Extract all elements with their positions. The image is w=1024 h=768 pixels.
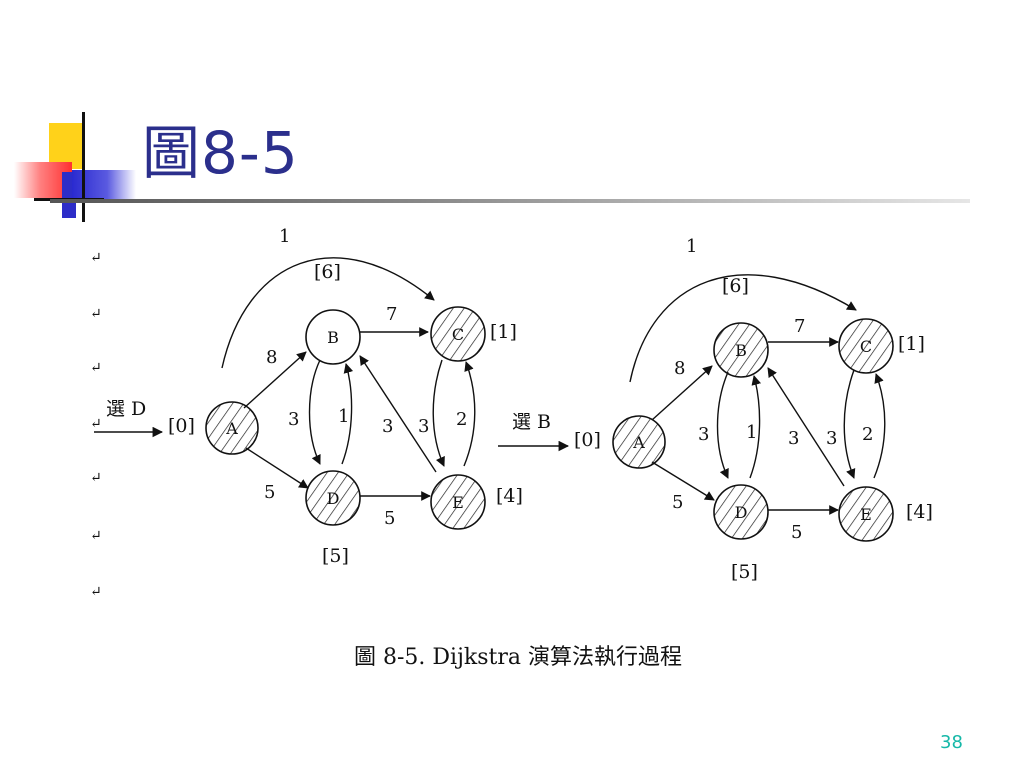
right-weight-D-E: 5: [791, 522, 802, 543]
right-weight-D-B: 1: [746, 422, 757, 443]
right-edge-A-D: [651, 461, 715, 501]
margin-mark: ↵: [90, 360, 102, 376]
left-node-dist: [0]: [168, 415, 195, 437]
page-number: 38: [940, 732, 963, 753]
left-edge-A-C: [221, 257, 435, 369]
right-node-B: B [6]: [713, 275, 769, 378]
left-edge-E-B: [359, 355, 437, 473]
left-node-dist: [4]: [496, 485, 523, 507]
right-node-dist: [0]: [574, 429, 601, 451]
margin-mark: ↵: [90, 306, 102, 322]
left-weight-B-C: 7: [386, 304, 397, 325]
left-graph: 選 D 1 8 5 7 3 1 5 3 3 2: [94, 226, 523, 567]
right-weight-E-B: 3: [788, 428, 799, 449]
right-edge-C-E: [843, 369, 856, 479]
right-weight-A-B: 8: [674, 358, 685, 379]
right-node-label: E: [860, 505, 872, 524]
left-node-label: C: [452, 325, 464, 344]
decor-yellow-square: [49, 123, 83, 169]
left-weight-E-B: 3: [382, 416, 393, 437]
left-node-label: D: [327, 489, 340, 508]
right-node-label: B: [735, 341, 747, 360]
left-select-label: 選 D: [106, 398, 146, 420]
left-weight-D-E: 5: [384, 508, 395, 529]
right-weight-B-C: 7: [794, 316, 805, 337]
left-node-label: E: [452, 493, 464, 512]
right-node-label: A: [632, 433, 645, 452]
right-select-label: 選 B: [512, 411, 551, 433]
left-node-A: A [0]: [168, 401, 259, 455]
right-node-dist: [5]: [731, 561, 758, 583]
left-edge-D-B: [341, 363, 354, 465]
left-edge-A-D: [245, 447, 309, 489]
left-edge-B-D: [308, 359, 321, 465]
right-node-dist: [1]: [898, 333, 925, 355]
left-node-D: D [5]: [305, 470, 361, 567]
left-node-label: B: [327, 328, 339, 347]
left-weight-D-B: 1: [338, 406, 349, 427]
dijkstra-diagram: ↵ ↵ ↵ ↵ ↵ ↵ ↵ 選 D 1 8 5 7 3 1: [90, 226, 933, 670]
left-edge-E-C: [463, 361, 476, 467]
margin-marks: ↵ ↵ ↵ ↵ ↵ ↵ ↵: [90, 250, 102, 600]
right-node-dist: [4]: [906, 501, 933, 523]
left-node-B: B [6]: [305, 261, 361, 365]
right-node-label: C: [860, 337, 872, 356]
left-edge-C-E: [432, 359, 445, 467]
left-weight-A-B: 8: [266, 347, 277, 368]
right-weight-C-E: 3: [826, 428, 837, 449]
left-weight-C-E: 3: [418, 416, 429, 437]
right-edge-A-B: [651, 365, 713, 421]
left-weight-E-C: 2: [456, 409, 467, 430]
left-node-dist: [5]: [322, 545, 349, 567]
right-edge-E-B: [767, 367, 845, 487]
decor-vertical-line: [82, 112, 85, 222]
left-node-dist: [6]: [314, 261, 341, 283]
right-graph: 選 B 1 8 5 7 3 1 5 3 3 2 A [: [498, 236, 933, 583]
right-node-C: C [1]: [838, 318, 925, 374]
left-node-C: C [1]: [430, 306, 517, 362]
right-node-A: A [0]: [574, 415, 666, 469]
right-edge-B-D: [716, 371, 729, 479]
right-node-E: E [4]: [838, 486, 933, 542]
right-node-D: D [5]: [713, 484, 769, 583]
margin-mark: ↵: [90, 250, 102, 266]
right-edge-E-C: [873, 373, 886, 479]
left-node-E: E [4]: [430, 474, 523, 530]
left-weight-A-C: 1: [279, 226, 290, 247]
left-node-label: A: [225, 419, 238, 438]
margin-mark: ↵: [90, 470, 102, 486]
slide-title: 圖8-5: [142, 119, 299, 187]
margin-mark: ↵: [90, 584, 102, 600]
right-edge-D-B: [749, 375, 762, 479]
right-weight-B-D: 3: [698, 424, 709, 445]
margin-mark: ↵: [90, 416, 102, 432]
right-weight-A-C: 1: [686, 236, 697, 257]
left-weight-B-D: 3: [288, 409, 299, 430]
right-node-label: D: [735, 503, 748, 522]
left-node-dist: [1]: [490, 321, 517, 343]
left-edge-A-B: [243, 351, 307, 409]
right-node-dist: [6]: [722, 275, 749, 297]
title-rule: [50, 199, 970, 203]
right-weight-E-C: 2: [862, 424, 873, 445]
right-edge-A-C: [629, 274, 857, 383]
figure-caption: 圖 8-5. Dijkstra 演算法執行過程: [354, 645, 682, 670]
right-weight-A-D: 5: [672, 492, 683, 513]
margin-mark: ↵: [90, 528, 102, 544]
left-weight-A-D: 5: [264, 482, 275, 503]
